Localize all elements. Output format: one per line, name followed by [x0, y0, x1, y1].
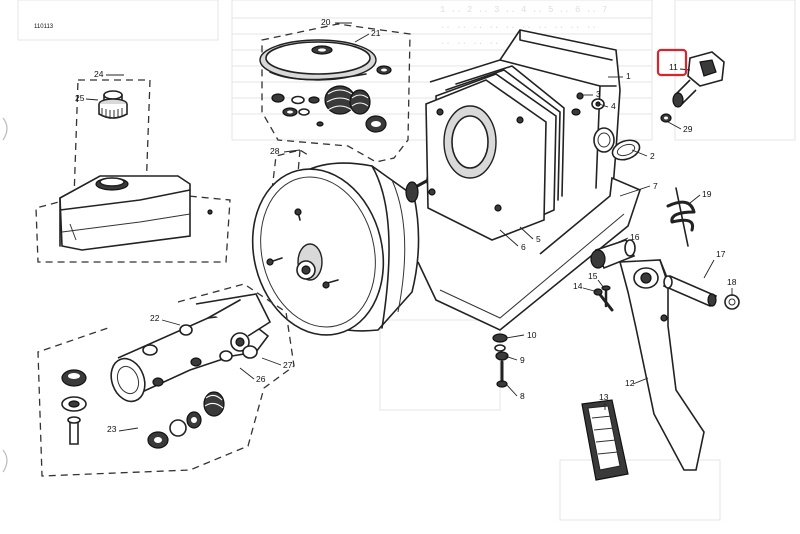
reference-code: 110113: [34, 24, 54, 30]
master-cylinder-group: [37, 283, 295, 477]
callout-15: 15: [588, 271, 598, 281]
leader-line-29: [667, 121, 682, 130]
callout-24: 24: [94, 69, 104, 79]
callout-13: 13: [599, 392, 609, 402]
leader-line-28: [283, 149, 301, 153]
callout-1: 1: [626, 71, 631, 81]
callout-18: 18: [727, 277, 737, 287]
leader-line-4: [595, 102, 609, 108]
reservoir-group: [35, 79, 231, 263]
leader-line-10: [505, 334, 525, 339]
callout-12: 12: [625, 378, 635, 388]
leader-line-5: [519, 226, 534, 240]
leader-line-25: [85, 98, 99, 101]
pedal-box-bracket: [417, 29, 641, 331]
callout-29: 29: [683, 124, 693, 134]
leader-line-26: [239, 367, 255, 380]
callout-28: 28: [270, 146, 280, 156]
callout-20: 20: [321, 17, 331, 27]
callout-14: 14: [573, 281, 583, 291]
callout-3: 3: [596, 89, 601, 99]
callout-22: 22: [150, 313, 160, 323]
callout-16: 16: [630, 232, 640, 242]
leader-line-17: [703, 259, 715, 279]
leader-line-15: [597, 279, 605, 289]
leader-line-27: [261, 357, 282, 366]
callout-11: 11: [669, 62, 678, 72]
leader-line-16: [613, 237, 629, 245]
leader-line-9: [504, 355, 518, 361]
callout-8: 8: [520, 391, 525, 401]
leader-line-19: [689, 194, 701, 204]
leader-line-2: [631, 149, 648, 157]
callout-21: 21: [371, 28, 381, 38]
highlight-box-callout-11: [656, 48, 688, 77]
callout-9: 9: [520, 355, 525, 365]
callout-4: 4: [611, 101, 616, 111]
callout-27: 27: [283, 360, 293, 370]
leader-line-22: [161, 319, 181, 326]
callout-26: 26: [256, 374, 266, 384]
leader-line-21: [354, 33, 370, 43]
leader-line-23: [118, 427, 139, 432]
stop-light-switch: [660, 51, 725, 123]
callout-10: 10: [527, 330, 537, 340]
leader-line-14: [582, 287, 599, 293]
fastener-set: [492, 333, 509, 388]
callout-17: 17: [716, 249, 726, 259]
callout-23: 23: [107, 424, 117, 434]
leader-line-6: [499, 229, 519, 247]
diaphragm-kit-group: [259, 23, 411, 163]
svg-text:1 .. 2 .. 3 .. 4 .. 5 .. 6 ..: 1 .. 2 .. 3 .. 4 .. 5 .. 6 .. 7: [440, 5, 607, 15]
svg-text:.. .. .. .. .. .. .. .. .. ..: .. .. .. .. .. .. .. .. .. ..: [440, 21, 597, 31]
leader-line-8: [505, 383, 518, 397]
callout-2: 2: [650, 151, 655, 161]
leader-line-12: [632, 377, 649, 385]
callout-7: 7: [653, 181, 658, 191]
callout-19: 19: [702, 189, 712, 199]
callout-labels: 1234567891011121314151617181920212223242…: [75, 17, 737, 434]
callout-6: 6: [521, 242, 526, 252]
callout-5: 5: [536, 234, 541, 244]
callout-25: 25: [75, 93, 85, 103]
pedal-assembly: [581, 187, 740, 481]
leader-line-7: [619, 185, 651, 197]
